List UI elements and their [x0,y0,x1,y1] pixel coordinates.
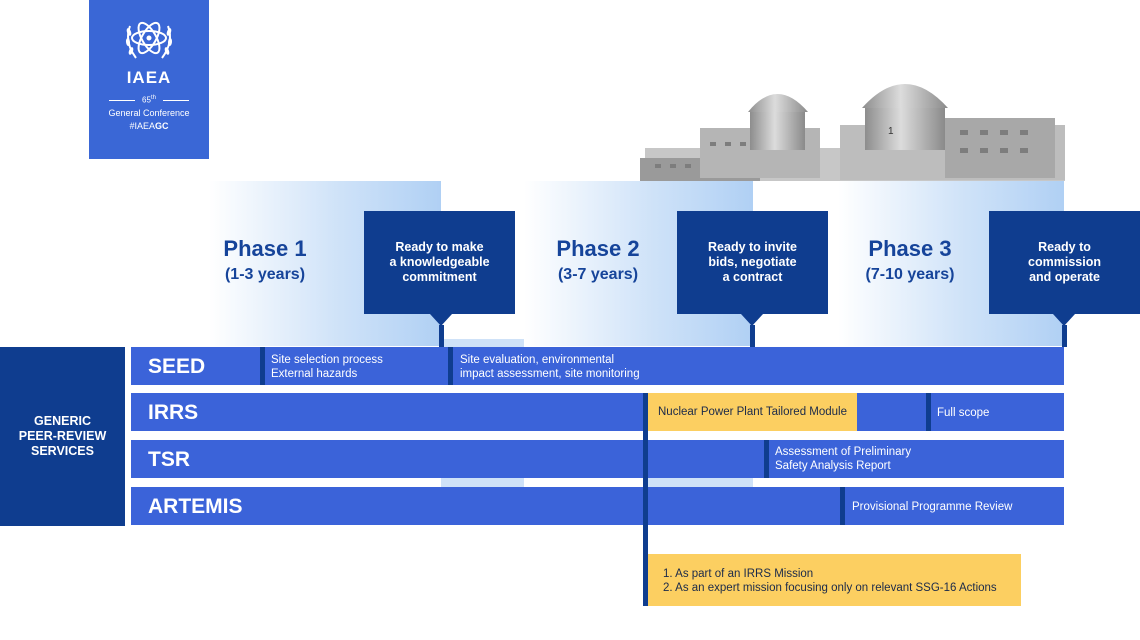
seed-label: SEED [148,355,206,378]
phase-2-title: Phase 2 (3-7 years) [533,236,663,284]
seed-seg1-line-1: Site selection process [271,354,383,366]
phase-1-duration: (1-3 years) [224,266,306,283]
seed-segment-2: Site evaluation, environmental impact as… [460,353,640,381]
note-line-2: 2. As an expert mission focusing only on… [663,582,997,594]
phase-2-duration: (3-7 years) [557,266,639,283]
seed-seg2-line-2: impact assessment, site monitoring [460,368,640,380]
milestone-2-pointer [741,314,763,326]
seed-row [131,347,1064,385]
note-line-1: 1. As part of an IRRS Mission [663,568,814,580]
milestone-3: Ready to commission and operate [989,211,1140,314]
milestone-3-stem [1062,325,1067,347]
milestone-2: Ready to invite bids, negotiate a contra… [677,211,828,314]
nuclear-plant-image: 1 [640,84,1065,181]
phase-1-title: Phase 1 (1-3 years) [200,236,330,284]
row-gap-band-2 [648,478,753,487]
artemis-row [131,487,1064,525]
irrs-npp-module: Nuclear Power Plant Tailored Module [648,393,857,431]
milestone-2-line-3: a contract [722,270,783,284]
atom-wreath-icon [125,21,173,59]
artemis-divider [840,487,845,525]
artemis-label: ARTEMIS [148,495,243,518]
tsr-row [131,440,1064,478]
seed-seg1-line-2: External hazards [271,368,358,380]
irrs-full-scope: Full scope [937,407,990,419]
milestone-1-line-3: commitment [402,270,477,284]
tsr-segment: Assessment of Preliminary Safety Analysi… [775,445,911,473]
tsr-seg-line-1: Assessment of Preliminary [775,446,912,458]
seed-divider-1 [260,347,265,385]
iaea-logo: IAEA 65th General Conference #IAEAGC [89,0,209,159]
milestone-1: Ready to make a knowledgeable commitment [364,211,515,314]
seed-seg2-line-1: Site evaluation, environmental [460,354,615,366]
phase-2-name: Phase 2 [556,236,640,261]
svg-text:1: 1 [888,126,894,137]
band-shadow [441,339,524,347]
logo-hashtag: #IAEAGC [129,121,169,131]
milestone-1-stem [439,325,444,347]
tsr-seg-line-2: Safety Analysis Report [775,460,891,472]
milestone-1-line-1: Ready to make [395,240,484,254]
generic-label-line-1: GENERIC [34,414,91,428]
phase-3-title: Phase 3 (7-10 years) [845,236,975,284]
phase-3-duration: (7-10 years) [865,266,955,283]
phase-3-name: Phase 3 [868,236,952,261]
milestone-2-line-1: Ready to invite [708,240,797,254]
irrs-connector [643,393,648,606]
milestone-2-line-2: bids, negotiate [708,255,797,269]
milestone-2-stem [750,325,755,347]
generic-peer-review-label: GENERIC PEER-REVIEW SERVICES [0,347,125,526]
logo-rule-left [109,100,135,101]
irrs-row [131,393,1064,431]
milestone-3-line-2: commission [1028,255,1101,269]
irrs-note-box: 1. As part of an IRRS Mission 2. As an e… [648,554,1021,606]
tsr-label: TSR [148,448,190,471]
generic-label-line-3: SERVICES [30,444,94,458]
milestone-1-pointer [430,314,452,326]
milestone-3-pointer [1053,314,1075,326]
logo-rule-right [163,100,189,101]
irrs-label: IRRS [148,401,199,424]
milestone-3-line-1: Ready to [1038,240,1091,254]
logo-number: 65th [142,95,156,105]
logo-conference: General Conference [108,108,190,118]
tsr-divider [764,440,769,478]
row-gap-band [441,478,524,487]
artemis-segment: Provisional Programme Review [852,501,1013,513]
generic-label-line-2: PEER-REVIEW [18,429,107,443]
seed-divider-2 [448,347,453,385]
irrs-divider [926,393,931,431]
logo-org: IAEA [126,68,172,87]
seed-segment-1: Site selection process External hazards [271,353,383,381]
phase-1-name: Phase 1 [223,236,307,261]
milestone-1-line-2: a knowledgeable [389,255,490,269]
milestone-3-line-3: and operate [1029,270,1100,284]
